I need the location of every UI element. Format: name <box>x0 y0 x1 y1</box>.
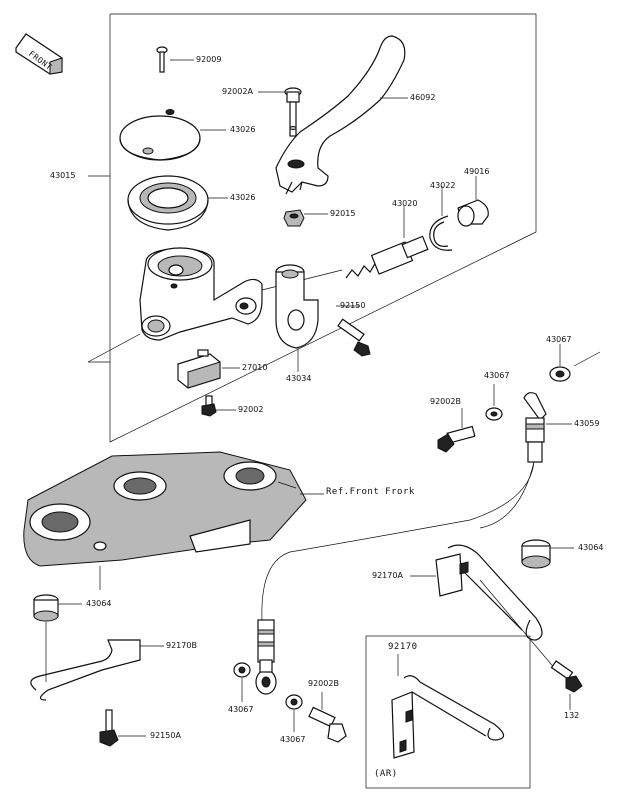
label-43067-lower-left: 43067 <box>228 705 254 714</box>
ref-front-fork: Ref.Front Frork <box>326 487 415 497</box>
bolt-132 <box>550 660 583 710</box>
front-arrow-icon <box>15 33 63 75</box>
label-43026-diaphragm: 43026 <box>230 193 256 202</box>
label-92002B-lower: 92002B <box>308 679 339 688</box>
reservoir-diaphragm <box>127 175 228 231</box>
boot-49016 <box>457 176 489 227</box>
label-43026-cap: 43026 <box>230 125 256 134</box>
washer-43067-upper <box>549 344 601 382</box>
hose-clamp-left <box>30 639 164 701</box>
label-43067-lower-right: 43067 <box>280 735 306 744</box>
hose-fitting-lower <box>255 619 277 695</box>
label-92015: 92015 <box>330 209 356 218</box>
label-92009: 92009 <box>196 55 222 64</box>
label-43067-upper: 43067 <box>546 335 572 344</box>
hose-clamp-bracket <box>410 544 557 671</box>
grommet-43064-right <box>521 539 574 569</box>
label-92002A: 92002A <box>222 87 253 96</box>
switch-screw-92002 <box>201 395 236 417</box>
banjo-bolt-upper <box>437 408 476 453</box>
label-43059: 43059 <box>574 419 600 428</box>
label-43067-mid: 43067 <box>484 371 510 380</box>
label-92150A: 92150A <box>150 731 181 740</box>
assembly-frame <box>87 13 537 443</box>
nut-92015 <box>283 209 328 227</box>
label-92002B-upper: 92002B <box>430 397 461 406</box>
reservoir-cap <box>119 109 226 161</box>
washer-43067-lower-left <box>233 662 251 702</box>
washer-43067-lower-right <box>285 694 303 732</box>
hose-fitting-upper <box>523 392 572 463</box>
ref-leader <box>277 481 324 495</box>
label-43064-right: 43064 <box>578 543 604 552</box>
label-27010: 27010 <box>242 363 268 372</box>
label-92170A: 92170A <box>372 571 403 580</box>
pivot-bolt-92002A <box>258 87 302 137</box>
label-92150: 92150 <box>340 301 366 310</box>
label-43020: 43020 <box>392 199 418 208</box>
grommet-43064-left <box>33 594 82 682</box>
inset-part-label: 92170 <box>388 642 418 652</box>
brake-switch <box>177 349 240 389</box>
master-cylinder-body <box>139 247 343 341</box>
fork-crown <box>23 451 307 590</box>
circlip-43022 <box>429 186 453 251</box>
washer-43067-mid <box>485 384 503 421</box>
label-49016: 49016 <box>464 167 490 176</box>
label-43015: 43015 <box>50 171 76 180</box>
bolt-92150A <box>99 709 146 747</box>
label-46092: 46092 <box>410 93 436 102</box>
label-92170B: 92170B <box>166 641 197 650</box>
clamp-bolt-92150 <box>336 305 371 357</box>
banjo-bolt-lower <box>308 692 347 743</box>
screw-92009 <box>156 46 194 73</box>
label-43034: 43034 <box>286 374 312 383</box>
brake-hose <box>261 461 535 621</box>
label-92002: 92002 <box>238 405 264 414</box>
brake-lever <box>275 35 408 195</box>
label-132: 132 <box>564 711 580 720</box>
piston-assembly <box>345 206 429 279</box>
handlebar-clamp <box>275 264 319 372</box>
label-43022: 43022 <box>430 181 456 190</box>
label-43064-left: 43064 <box>86 599 112 608</box>
inset-note-label: (AR) <box>374 769 398 779</box>
inset-box <box>365 635 531 789</box>
